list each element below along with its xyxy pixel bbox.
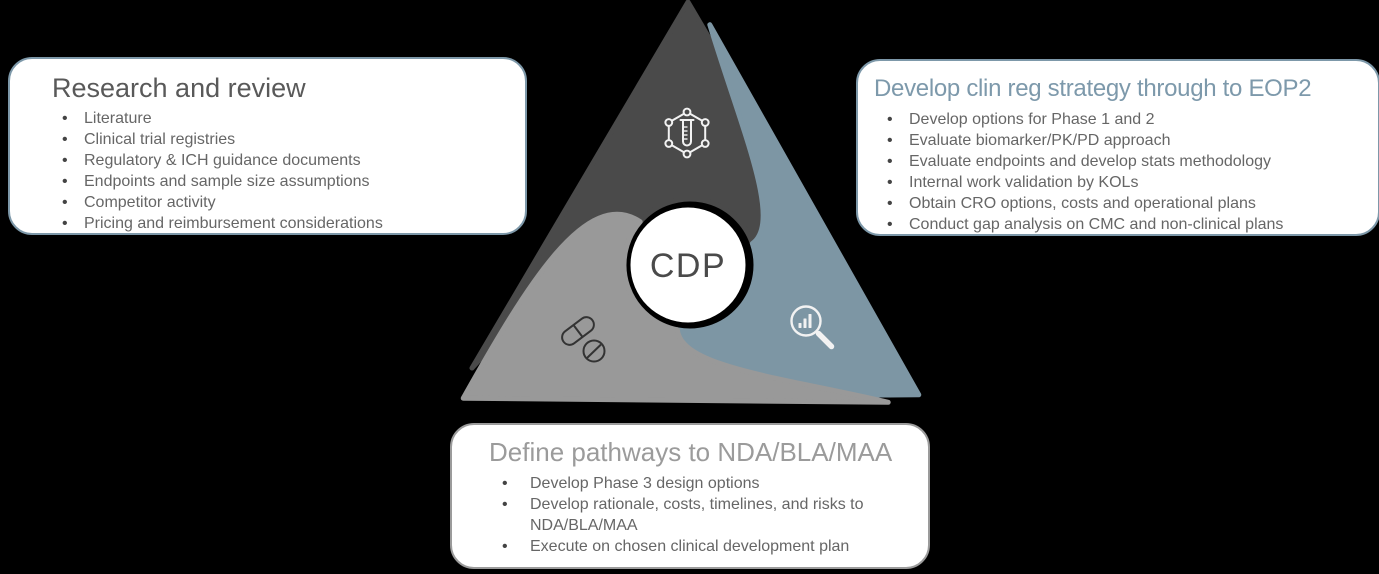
bullet-item: Evaluate biomarker/PK/PD approach <box>858 130 1378 151</box>
bullet-item: Develop Phase 3 design options <box>452 473 928 494</box>
bullet-item: Develop rationale, costs, timelines, and… <box>452 494 928 536</box>
cdp-center-circle <box>630 207 746 323</box>
define-pathways-title: Define pathways to NDA/BLA/MAA <box>489 437 893 467</box>
bullet-item: Execute on chosen clinical development p… <box>452 536 928 557</box>
research-review-title: Research and review <box>52 73 306 103</box>
bullet-item: Develop options for Phase 1 and 2 <box>858 109 1378 130</box>
bullet-item: Competitor activity <box>10 192 525 213</box>
bullet-item: Conduct gap analysis on CMC and non-clin… <box>858 214 1378 235</box>
define-pathways-bullet-list: Develop Phase 3 design optionsDevelop ra… <box>452 473 928 557</box>
clin-reg-strategy-title: Develop clin reg strategy through to EOP… <box>874 75 1312 102</box>
magnifier-bar-chart-icon <box>790 305 835 350</box>
molecule-test-tube-icon <box>664 107 710 159</box>
bullet-item: Endpoints and sample size assumptions <box>10 171 525 192</box>
define-pathways-box: Define pathways to NDA/BLA/MAA Develop P… <box>450 423 930 569</box>
bullet-item: Pricing and reimbursement considerations <box>10 213 525 234</box>
research-review-bullet-list: LiteratureClinical trial registriesRegul… <box>10 108 525 234</box>
cdp-center-label: CDP <box>650 247 726 285</box>
pills-icon <box>561 316 606 363</box>
bullet-item: Obtain CRO options, costs and operationa… <box>858 193 1378 214</box>
bullet-item: Regulatory & ICH guidance documents <box>10 150 525 171</box>
bullet-item: Literature <box>10 108 525 129</box>
clin-reg-strategy-bullet-list: Develop options for Phase 1 and 2Evaluat… <box>858 109 1378 235</box>
bullet-item: Evaluate endpoints and develop stats met… <box>858 151 1378 172</box>
cdp-triangle-diagram: CDP <box>440 0 940 412</box>
bullet-item: Clinical trial registries <box>10 129 525 150</box>
bullet-item: Internal work validation by KOLs <box>858 172 1378 193</box>
research-review-box: Research and review LiteratureClinical t… <box>8 57 527 235</box>
